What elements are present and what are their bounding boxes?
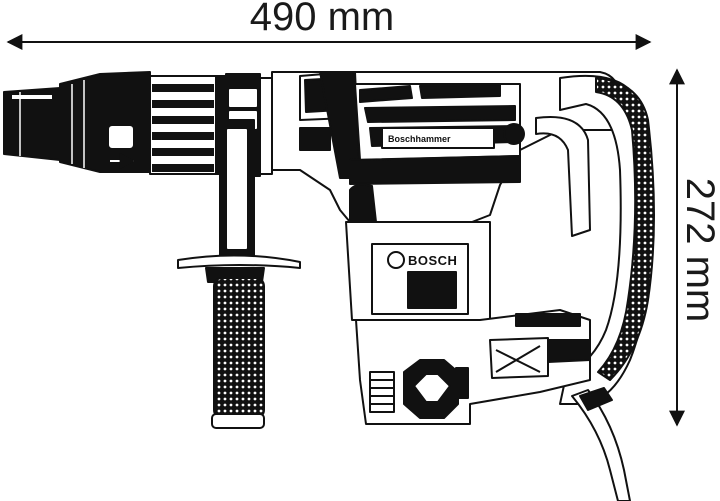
motor-housing: BOSCH xyxy=(345,183,491,321)
grip-texture xyxy=(213,277,265,419)
bosch-logo-icon xyxy=(387,251,405,269)
chuck-lock-icon xyxy=(109,126,133,148)
length-label: 490 mm xyxy=(250,0,395,39)
height-dimension: 272 mm xyxy=(669,68,720,427)
model-plate xyxy=(381,127,495,149)
power-cord xyxy=(571,387,631,501)
height-label: 272 mm xyxy=(678,178,720,323)
chuck-sleeve xyxy=(59,71,151,173)
rotary-hammer-drawing: Boschhammer BOSCH xyxy=(3,71,655,501)
brand-label: BOSCH xyxy=(408,253,457,268)
lower-base xyxy=(355,309,591,425)
collar xyxy=(149,75,217,175)
auxiliary-handle xyxy=(177,119,301,429)
length-dimension: 490 mm xyxy=(6,0,652,50)
chuck-nose xyxy=(3,87,61,161)
rear-handle xyxy=(535,74,655,405)
model-label: Boschhammer xyxy=(388,134,451,144)
